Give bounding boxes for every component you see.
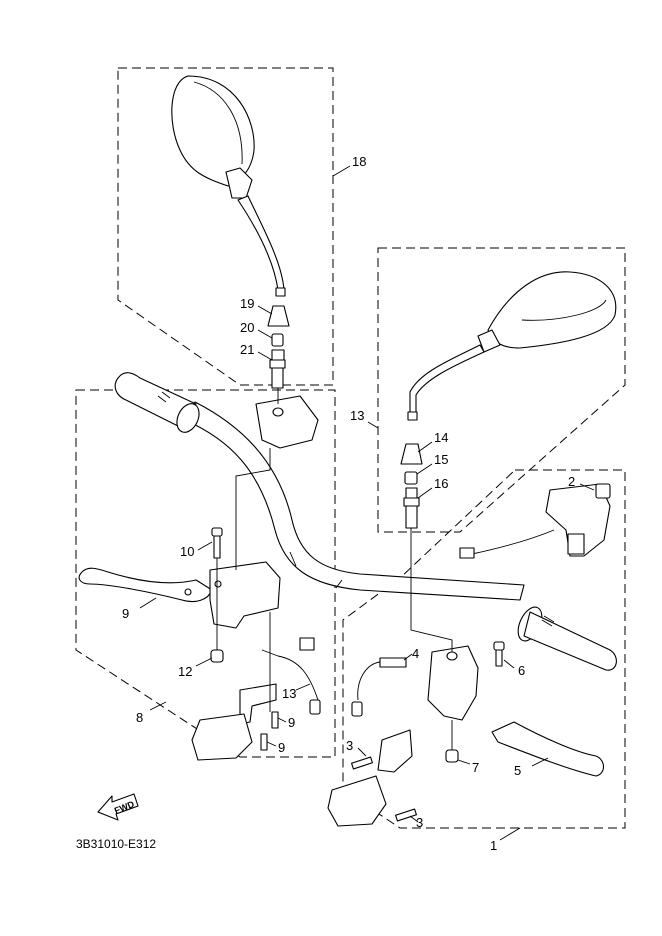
callout-8: 8	[136, 701, 167, 725]
callout-16: 15	[416, 452, 448, 475]
left-brake-lever[interactable]	[78, 567, 213, 603]
svg-text:10: 10	[180, 544, 194, 559]
callout-17: 16	[417, 476, 448, 499]
right-brake-lever-5[interactable]	[491, 721, 605, 777]
left-screw-9b[interactable]	[260, 733, 268, 751]
callout-14: 13	[350, 408, 379, 429]
svg-text:15: 15	[434, 452, 448, 467]
right-screw-3b[interactable]	[395, 808, 417, 822]
fwd-arrow-icon: FWD	[97, 793, 139, 821]
left-mirror-cap[interactable]	[267, 305, 290, 327]
callout-3b: 3	[409, 815, 423, 830]
svg-text:6: 6	[518, 663, 525, 678]
svg-text:13: 13	[350, 408, 364, 423]
handlebar	[184, 401, 525, 601]
callout-19: 19	[240, 296, 273, 315]
callout-4: 4	[403, 646, 419, 661]
callout-5: 5	[514, 757, 549, 778]
handlebar-holder-cap[interactable]	[255, 395, 319, 449]
callout-6: 6	[503, 659, 525, 678]
left-bolt-11[interactable]	[211, 527, 223, 559]
svg-text:13: 13	[282, 686, 296, 701]
svg-text:20: 20	[240, 320, 254, 335]
callout-9a: 9	[277, 715, 295, 730]
svg-text:9: 9	[122, 606, 129, 621]
right-mirror-cap[interactable]	[400, 443, 423, 465]
svg-text:21: 21	[240, 342, 254, 357]
right-switch-cover[interactable]	[327, 775, 387, 827]
left-switch-housing[interactable]	[191, 713, 253, 761]
svg-text:4: 4	[412, 646, 419, 661]
brake-switch-4[interactable]	[351, 657, 407, 717]
right-bolt-6[interactable]	[493, 641, 505, 667]
left-nut-12[interactable]	[210, 649, 224, 663]
svg-text:12: 12	[178, 664, 192, 679]
right-grip[interactable]	[513, 603, 617, 671]
callout-11: 10	[180, 541, 213, 559]
right-harness[interactable]	[459, 529, 555, 559]
right-nut-7[interactable]	[445, 749, 459, 763]
svg-text:18: 18	[352, 154, 366, 169]
group-box-right-lever	[342, 469, 626, 829]
callout-12: 12	[178, 657, 213, 679]
left-mirror-adapter-bolt[interactable]	[269, 349, 286, 389]
callout-9b: 9	[266, 740, 285, 755]
right-mirror-adapter-bolt[interactable]	[403, 487, 420, 529]
left-screw-9a[interactable]	[271, 711, 279, 729]
svg-text:7: 7	[472, 760, 479, 775]
callout-18: 18	[332, 154, 366, 177]
group-box-left-mirror	[117, 67, 334, 386]
svg-text:3: 3	[416, 815, 423, 830]
right-bracket[interactable]	[377, 729, 413, 773]
left-lever-holder[interactable]	[209, 561, 281, 629]
callout-10: 9	[122, 597, 157, 621]
right-mirror-nut[interactable]	[404, 471, 418, 485]
group-box-right-mirror	[377, 247, 626, 533]
svg-text:5: 5	[514, 763, 521, 778]
svg-text:19: 19	[240, 296, 254, 311]
callout-3a: 3	[346, 738, 367, 757]
front-stop-switch-13[interactable]	[261, 637, 321, 715]
svg-text:9: 9	[288, 715, 295, 730]
group-box-left-lever	[75, 389, 336, 758]
callout-21: 21	[240, 342, 273, 361]
callout-1: 1	[490, 827, 521, 853]
svg-text:2: 2	[568, 474, 575, 489]
svg-text:3: 3	[346, 738, 353, 753]
right-lever-holder[interactable]	[427, 645, 479, 721]
svg-text:9: 9	[278, 740, 285, 755]
callout-15: 14	[417, 430, 448, 453]
catalog-code: 3B31010-E312	[76, 837, 156, 851]
right-mirror[interactable]	[407, 271, 617, 421]
svg-text:14: 14	[434, 430, 448, 445]
left-mirror[interactable]	[171, 75, 286, 297]
svg-text:8: 8	[136, 710, 143, 725]
left-grip[interactable]	[114, 372, 203, 436]
callout-20: 20	[240, 320, 273, 339]
right-switch-housing[interactable]	[545, 483, 611, 557]
callout-7: 7	[457, 759, 479, 775]
assembly-guides	[216, 388, 453, 750]
callout-2: 2	[568, 474, 595, 491]
left-mirror-nut[interactable]	[271, 333, 284, 347]
svg-text:1: 1	[490, 838, 497, 853]
svg-text:16: 16	[434, 476, 448, 491]
callout-13: 13	[282, 683, 311, 701]
switch-button-2[interactable]	[595, 483, 611, 499]
right-screw-3a[interactable]	[351, 756, 373, 770]
